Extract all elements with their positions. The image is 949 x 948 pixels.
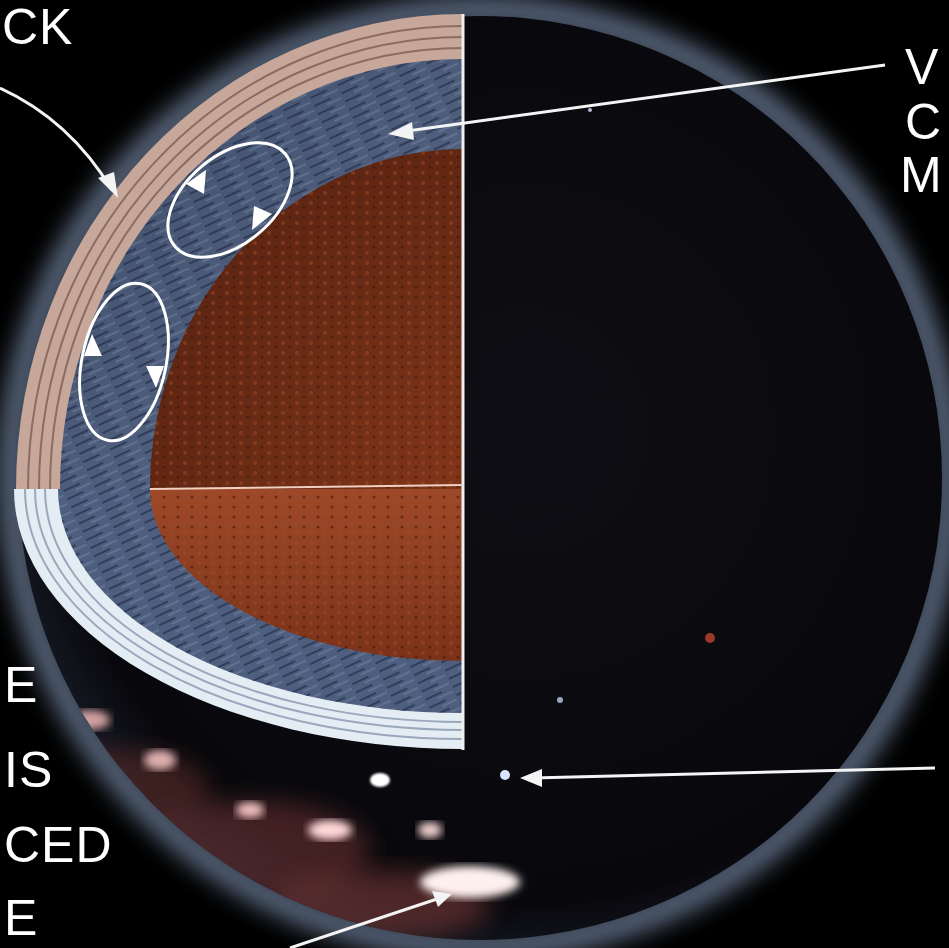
convection-arrowheads: [84, 170, 272, 388]
edge-label: C: [905, 97, 942, 147]
cutaway-lower: [14, 489, 463, 749]
edge-label: M: [900, 150, 943, 200]
edge-label: CK: [2, 2, 73, 52]
cut-edge: [150, 485, 463, 489]
leader-arrowheads: [98, 122, 542, 907]
leader-lines: [0, 65, 935, 948]
edge-label: E: [4, 660, 38, 710]
edge-label: IS: [4, 745, 53, 795]
edge-label: E: [4, 893, 38, 943]
cutaway-upper: [16, 14, 463, 489]
edge-label: V: [905, 42, 939, 92]
convection-loops: [66, 120, 313, 449]
edge-label: CED: [4, 820, 113, 870]
